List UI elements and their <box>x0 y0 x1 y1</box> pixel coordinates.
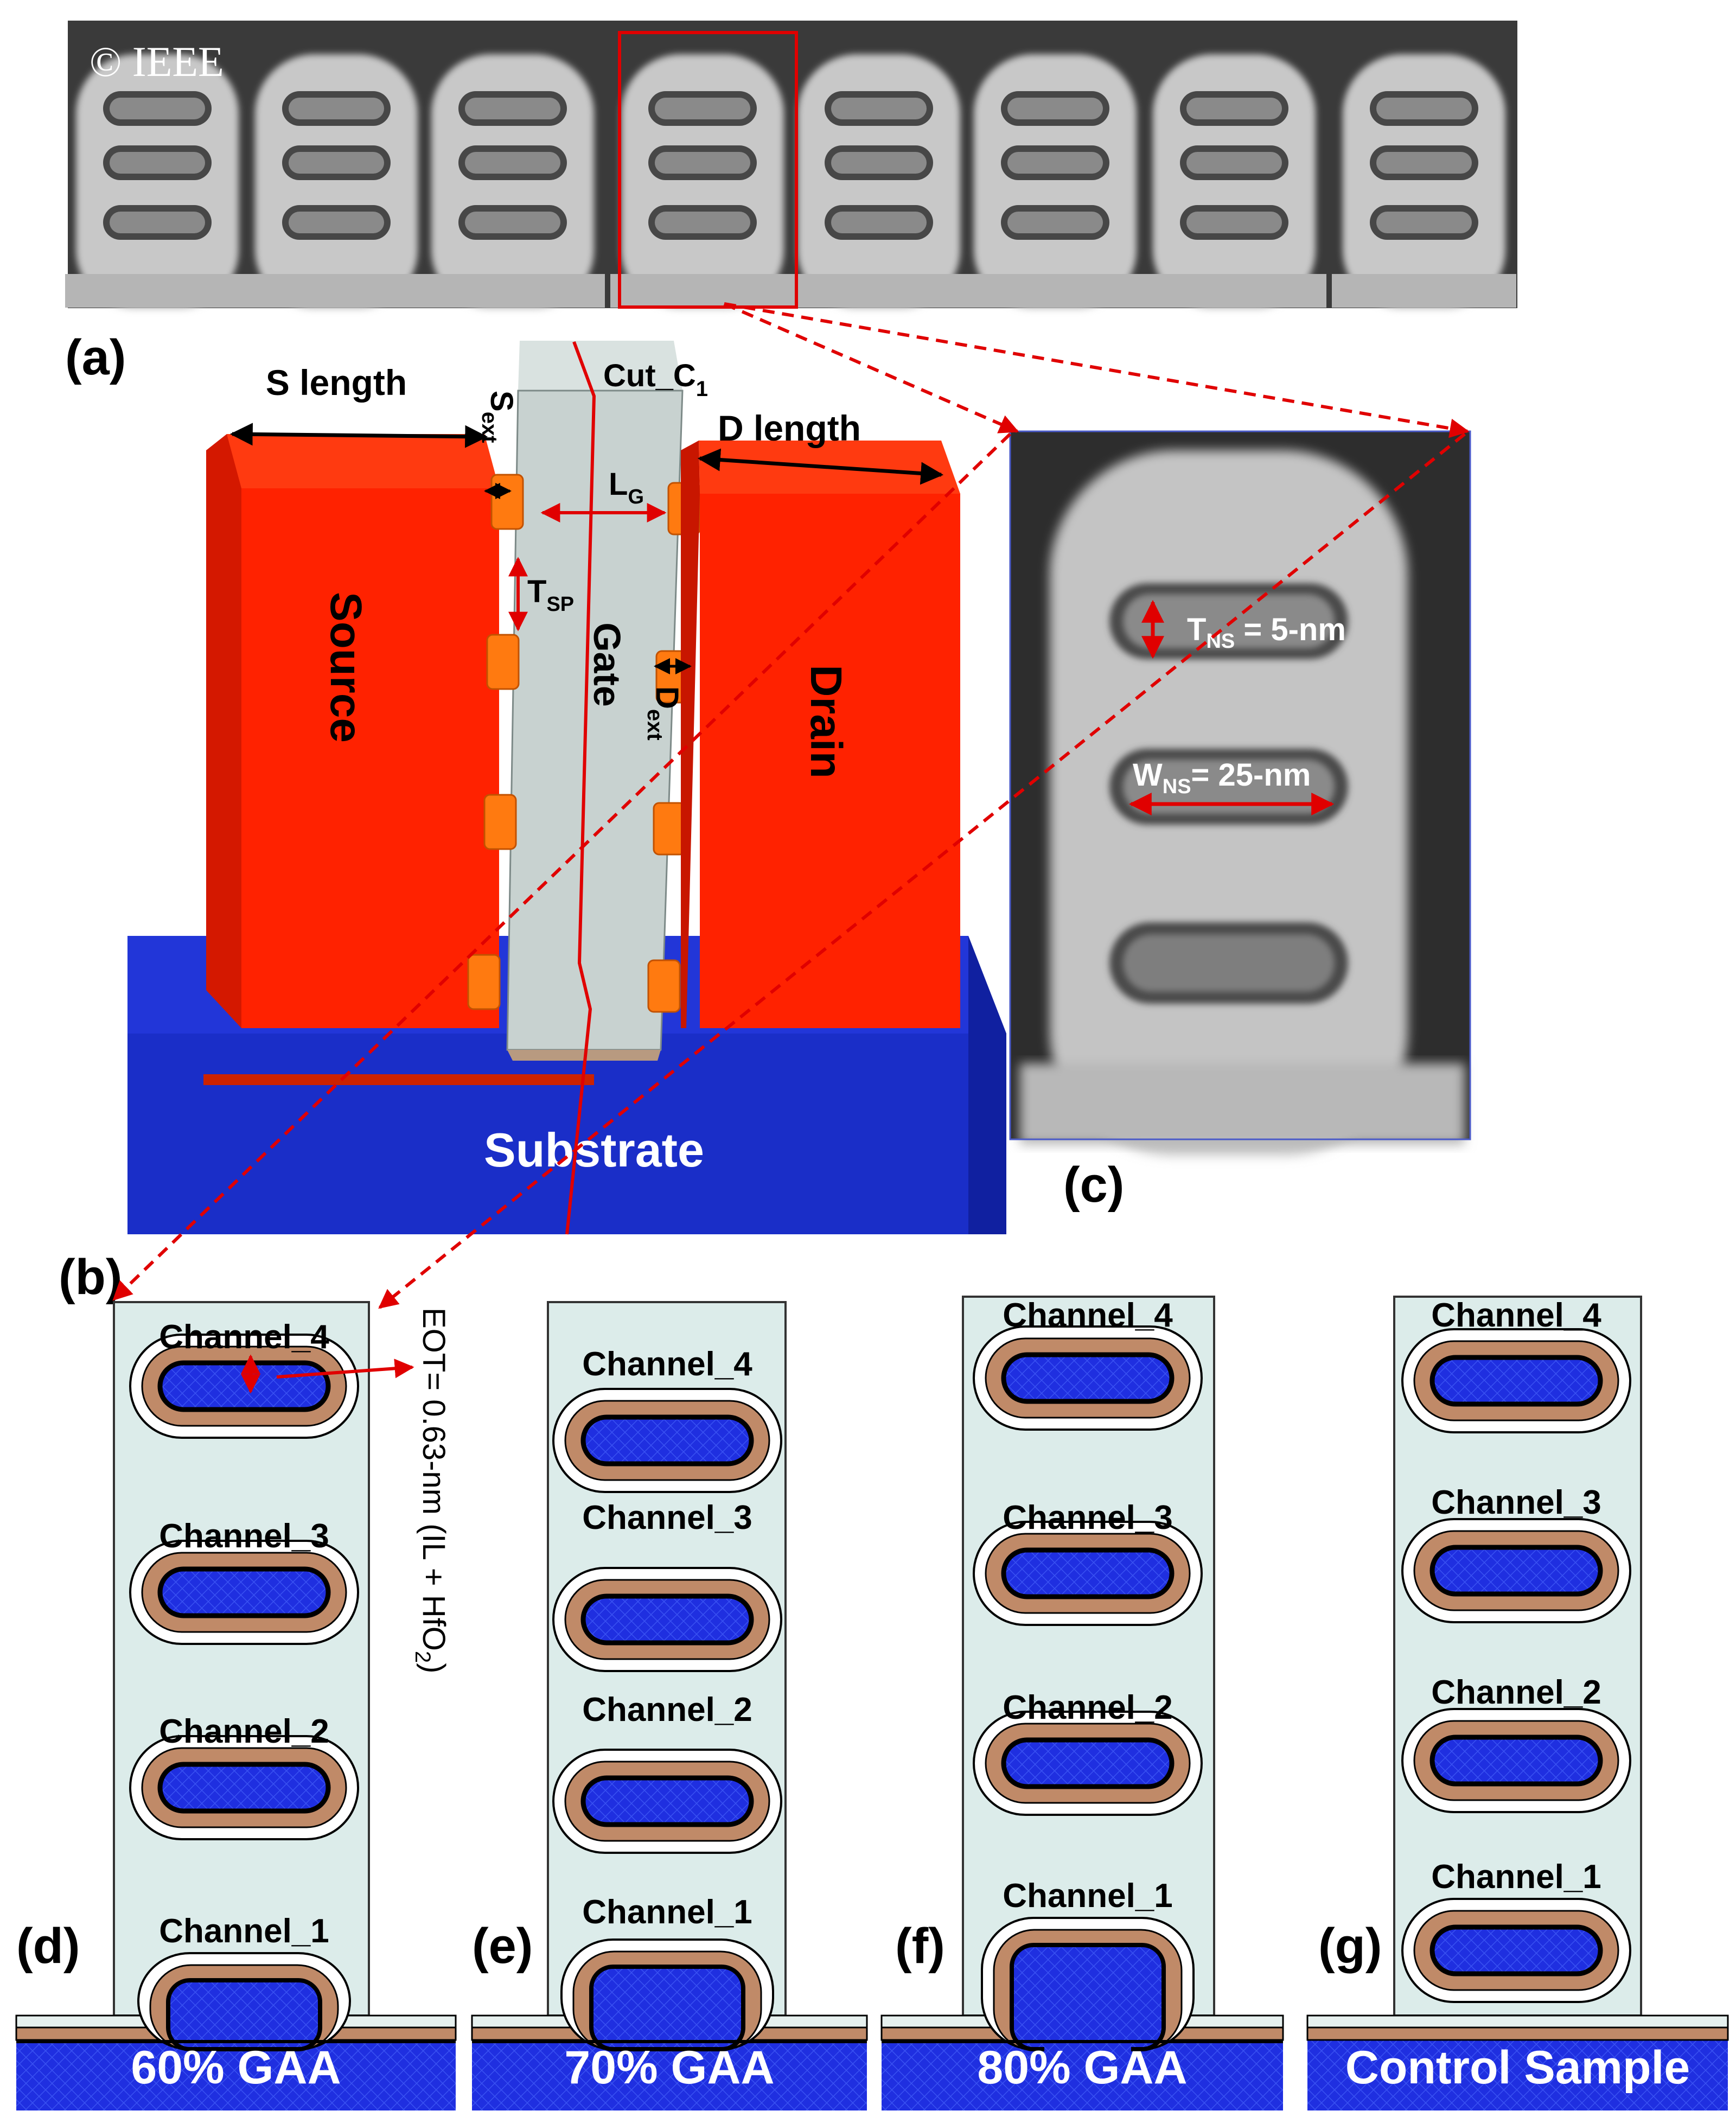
tem-fin <box>787 54 971 309</box>
channel-label: Channel_1 <box>1003 1877 1173 1915</box>
substrate-label: Substrate <box>484 1123 704 1177</box>
panel-label-c: (c) <box>1063 1157 1124 1213</box>
channel-label: Channel_3 <box>1003 1499 1173 1536</box>
drain-block <box>700 494 960 1028</box>
tem-strip: © IEEE <box>65 21 1517 309</box>
s-ext-label: Sext <box>477 391 519 443</box>
channel-label: Channel_2 <box>1003 1689 1173 1726</box>
tem-zoom: TNS = 5-nm WNS= 25-nm <box>1009 430 1471 1156</box>
tem-fin <box>1332 54 1516 309</box>
substrate-block <box>127 1034 1006 1234</box>
channel-label: Channel_4 <box>1431 1297 1601 1334</box>
tem-fin <box>963 54 1147 309</box>
drain-label: Drain <box>801 665 851 779</box>
gate-top <box>518 341 682 391</box>
gaa-caption: Control Sample <box>1345 2042 1690 2094</box>
d-ext-label: Dext <box>643 686 685 741</box>
eot-label: EOT= 0.63-nm (IL + HfO2) <box>411 1308 451 1673</box>
channel-label: Channel_1 <box>582 1893 752 1931</box>
wns-label: WNS= 25-nm <box>1133 757 1311 798</box>
panel-label-f: (f) <box>895 1918 945 1974</box>
channel-label: Channel_4 <box>1003 1297 1173 1334</box>
channel-label: Channel_1 <box>159 1912 329 1950</box>
channel-label: Channel_2 <box>1431 1674 1601 1711</box>
gaa-caption: 80% GAA <box>977 2042 1187 2094</box>
tsp-label: TSP <box>527 574 574 616</box>
channel-label: Channel_4 <box>582 1346 752 1383</box>
tem-fin <box>420 54 605 309</box>
panel-label-e: (e) <box>472 1918 533 1974</box>
channel-label: Channel_2 <box>159 1713 329 1750</box>
gate-label: Gate <box>586 622 628 707</box>
source-top-face <box>227 434 499 488</box>
panel-label-a: (a) <box>65 330 126 385</box>
drain-side-face <box>681 441 700 1028</box>
tem-highlight-box <box>618 31 798 309</box>
cut-line <box>565 341 596 1235</box>
gaa-caption: 70% GAA <box>564 2042 774 2094</box>
d-length-label: D length <box>718 408 861 448</box>
channel-label: Channel_3 <box>1431 1484 1601 1521</box>
tem-fin <box>244 54 429 309</box>
source-label: Source <box>321 592 371 743</box>
source-side-face <box>206 434 241 1028</box>
cross-section-g: Channel_4Channel_3Channel_2Channel_1Cont… <box>1306 1296 1729 2110</box>
copyright-label: © IEEE <box>90 38 224 85</box>
lg-label: LG <box>609 467 644 508</box>
tem-fin <box>610 54 795 309</box>
source-block <box>241 488 499 1028</box>
tns-label: TNS = 5-nm <box>1187 612 1346 653</box>
eot-annotation: EOT= 0.63-nm (IL + HfO2) <box>241 1308 451 1673</box>
channel-label: Channel_1 <box>1431 1858 1601 1896</box>
channel-label: Channel_4 <box>159 1318 329 1356</box>
channel-label: Channel_3 <box>159 1517 329 1555</box>
zoom-connectors <box>112 302 1470 1309</box>
tem-fin <box>1142 54 1326 309</box>
panel-label-b: (b) <box>59 1249 122 1305</box>
cut-label: Cut_C1 <box>603 358 708 401</box>
tem-fin <box>65 54 250 309</box>
channel-label: Channel_2 <box>582 1691 752 1729</box>
s-length-label: S length <box>266 362 407 403</box>
panel-label-d: (d) <box>16 1918 80 1974</box>
device-3d: Substrate Source Gate Drain <box>127 341 1006 1235</box>
channel-label: Channel_3 <box>582 1499 752 1536</box>
panel-label-g: (g) <box>1318 1918 1382 1974</box>
gaa-caption: 60% GAA <box>131 2042 341 2094</box>
